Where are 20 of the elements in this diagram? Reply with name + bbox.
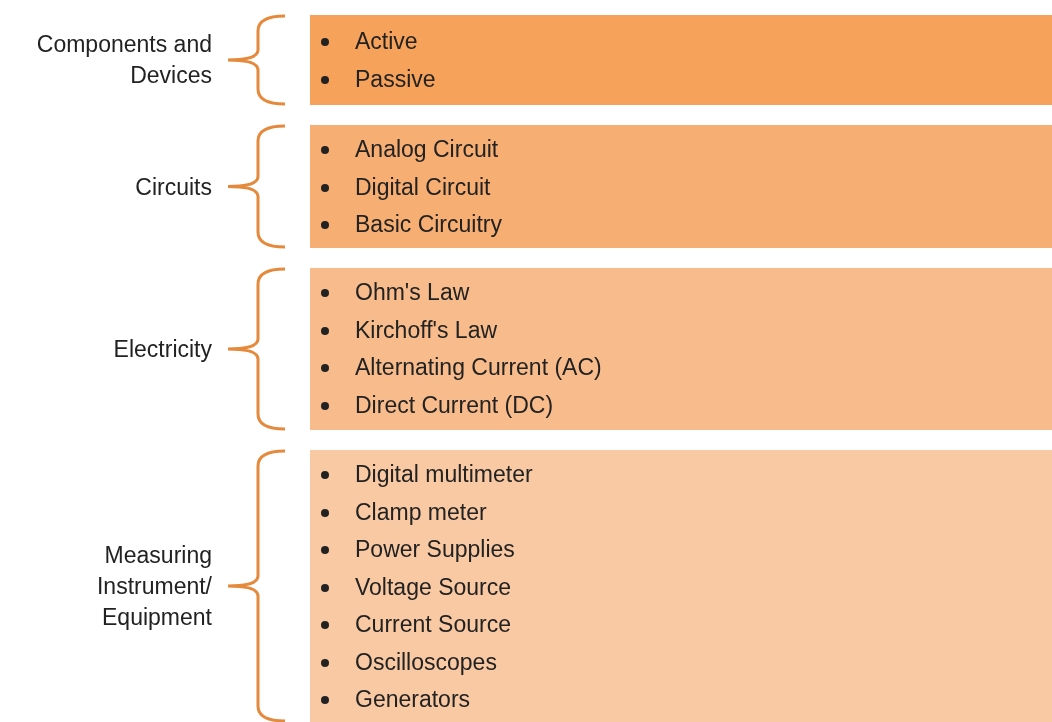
list-item: Direct Current (DC)	[355, 391, 554, 418]
category-label: Measuring Instrument/ Equipment	[95, 540, 212, 632]
category-label: Electricity	[112, 334, 212, 364]
list-item: Analog Circuit	[355, 136, 499, 162]
list-item: Ohm's Law	[355, 279, 470, 305]
list-item: Alternating Current (AC)	[355, 354, 602, 380]
list-item: Generators	[355, 686, 471, 712]
list-item: Basic Circuitry	[355, 211, 502, 237]
list-item: Passive	[355, 65, 436, 92]
category-label: Components and Devices	[35, 30, 212, 90]
list-item: Current Source	[355, 611, 511, 637]
list-item: Active	[355, 28, 418, 54]
list-item: Power Supplies	[355, 536, 515, 562]
list-item: Clamp meter	[355, 498, 487, 525]
list-item: Digital Circuit	[355, 173, 491, 200]
category-label: Circuits	[134, 172, 212, 201]
list-item: Kirchoff's Law	[355, 316, 498, 343]
list-item: Digital multimeter	[355, 461, 533, 487]
list-item: Voltage Source	[355, 573, 511, 600]
list-item: Oscilloscopes	[355, 648, 497, 675]
